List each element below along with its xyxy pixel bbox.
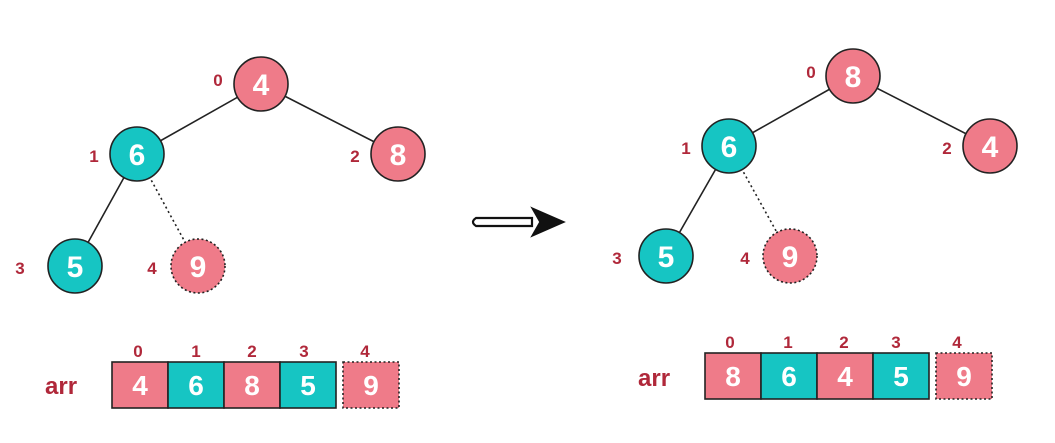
node-value: 9: [190, 251, 207, 284]
tree-node-3: 5 3: [612, 228, 694, 284]
node-index: 4: [740, 249, 750, 268]
cell-index: 1: [191, 342, 200, 361]
node-circle: [370, 126, 426, 182]
cell-value: 6: [188, 370, 204, 401]
cell-box: [279, 361, 337, 409]
array-cell-3: 3 5: [872, 333, 930, 400]
node-index: 2: [942, 139, 951, 158]
cell-index: 2: [839, 333, 848, 352]
node-index: 3: [15, 259, 24, 278]
array-cell-3: 3 5: [279, 342, 337, 409]
cell-value: 9: [956, 361, 972, 392]
cell-index: 4: [952, 333, 962, 352]
cell-index: 3: [891, 333, 900, 352]
cell-index: 0: [725, 333, 734, 352]
array-label: arr: [638, 365, 670, 392]
node-value: 4: [982, 131, 999, 164]
left-tree: 4 0 6 1 8 2 5 3 9 4: [15, 56, 426, 294]
array-cell-1: 1 6: [167, 342, 225, 409]
cell-value: 5: [300, 370, 316, 401]
cell-index: 3: [299, 342, 308, 361]
node-value: 4: [253, 69, 270, 102]
tree-node-0: 4 0: [213, 56, 289, 112]
node-circle: [638, 228, 694, 284]
tree-node-1: 6 1: [681, 118, 757, 174]
cell-box: [816, 352, 874, 400]
node-circle: [233, 56, 289, 112]
left-array: arr 0 4 1 6 2 8 3 5 4 9: [45, 342, 400, 409]
cell-box: [935, 352, 993, 400]
tree-node-2: 8 2: [350, 126, 426, 182]
node-circle: [701, 118, 757, 174]
tree-node-0: 8 0: [806, 48, 881, 104]
double-shaft-right-arrow-icon: [471, 206, 566, 238]
array-cell-4: 4 9: [342, 342, 400, 409]
node-index: 3: [612, 249, 621, 268]
cell-index: 1: [783, 333, 792, 352]
cell-value: 8: [244, 370, 260, 401]
node-value: 6: [721, 131, 738, 164]
right-tree: 8 0 6 1 4 2 5 3 9 4: [612, 48, 1018, 284]
array-cell-1: 1 6: [760, 333, 818, 400]
node-circle: [109, 126, 165, 182]
node-index: 4: [147, 259, 157, 278]
cell-value: 9: [363, 370, 379, 401]
node-index: 1: [89, 147, 98, 166]
tree-node-4: 9 4: [740, 228, 818, 284]
tree-node-2: 4 2: [942, 118, 1018, 174]
node-circle: [170, 238, 226, 294]
cell-value: 4: [837, 361, 853, 392]
tree-node-4: 9 4: [147, 238, 226, 294]
cell-box: [760, 352, 818, 400]
node-value: 8: [845, 61, 862, 94]
node-index: 1: [681, 139, 690, 158]
tree-node-3: 5 3: [15, 238, 103, 294]
node-value: 8: [390, 139, 407, 172]
cell-index: 2: [247, 342, 256, 361]
node-circle: [962, 118, 1018, 174]
node-value: 9: [782, 241, 799, 274]
array-cell-2: 2 8: [223, 342, 281, 409]
cell-index: 4: [360, 342, 370, 361]
cell-box: [342, 361, 400, 409]
node-index: 0: [806, 63, 815, 82]
tree-node-1: 6 1: [89, 126, 165, 182]
node-circle: [825, 48, 881, 104]
node-value: 5: [658, 241, 675, 274]
cell-box: [111, 361, 169, 409]
array-cell-2: 2 4: [816, 333, 874, 400]
cell-value: 8: [725, 361, 741, 392]
node-index: 0: [213, 71, 222, 90]
node-value: 6: [129, 139, 146, 172]
cell-value: 6: [781, 361, 797, 392]
array-cell-4: 4 9: [935, 333, 993, 400]
right-array: arr 0 8 1 6 2 4 3 5 4 9: [638, 333, 993, 400]
cell-box: [872, 352, 930, 400]
node-circle: [762, 228, 818, 284]
node-value: 5: [67, 251, 84, 284]
cell-box: [167, 361, 225, 409]
cell-value: 4: [132, 370, 148, 401]
array-cell-0: 0 8: [704, 333, 762, 400]
array-cell-0: 0 4: [111, 342, 169, 409]
array-label: arr: [45, 373, 77, 400]
cell-index: 0: [133, 342, 142, 361]
node-index: 2: [350, 147, 359, 166]
node-circle: [47, 238, 103, 294]
cell-value: 5: [893, 361, 909, 392]
